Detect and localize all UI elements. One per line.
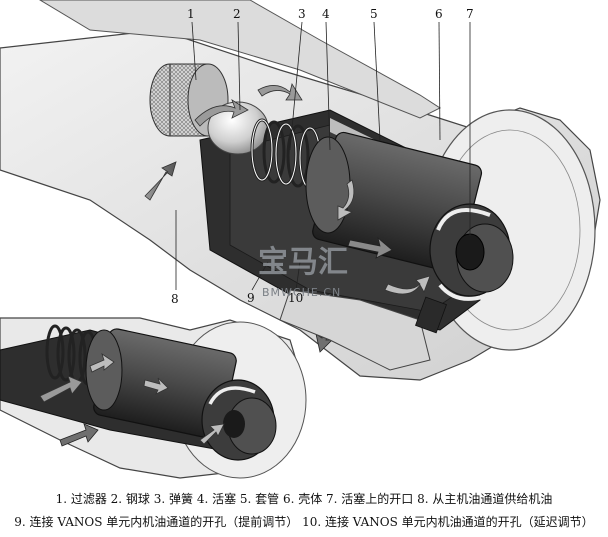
watermark-logo: 宝马汇 bbox=[258, 245, 348, 280]
label-10: 10 bbox=[288, 291, 303, 305]
main-view bbox=[0, 0, 601, 381]
piston-opening bbox=[455, 233, 485, 271]
label-4: 4 bbox=[322, 7, 330, 21]
watermark-url: BMWCHE.CN bbox=[262, 286, 341, 299]
callout-numbers: 1 2 3 4 5 6 7 8 9 10 bbox=[171, 7, 474, 306]
label-7: 7 bbox=[466, 7, 474, 21]
label-8: 8 bbox=[171, 292, 179, 306]
label-5: 5 bbox=[370, 7, 378, 21]
label-3: 3 bbox=[298, 7, 306, 21]
housing-shaft bbox=[39, 0, 442, 119]
label-9: 9 bbox=[247, 291, 255, 305]
caption-line-2: 9. 连接 VANOS 单元内机油通道的开孔（提前调节） 10. 连接 VANO… bbox=[14, 515, 594, 529]
label-2: 2 bbox=[233, 7, 241, 21]
site-watermark: 宝马汇 BMWCHE.CN bbox=[258, 245, 348, 299]
caption-line-1: 1. 过滤器 2. 钢球 3. 弹簧 4. 活塞 5. 套管 6. 壳体 7. … bbox=[55, 492, 553, 506]
label-6: 6 bbox=[435, 7, 443, 21]
leader-lines bbox=[175, 21, 471, 291]
inset-view bbox=[0, 317, 307, 479]
piston-part bbox=[305, 131, 514, 301]
label-1: 1 bbox=[187, 7, 195, 21]
